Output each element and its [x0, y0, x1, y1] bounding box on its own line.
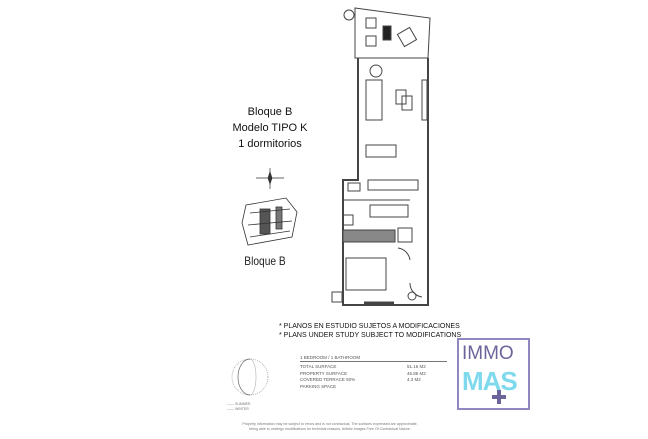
site-plan-label: Bloque B [244, 254, 286, 268]
table-header: 1 BEDROOM / 1 BATHROOM [300, 355, 447, 362]
kitchen-counter [367, 179, 419, 191]
bbq-icon [382, 25, 392, 41]
block-title: Bloque B [247, 106, 293, 118]
floor-plan [331, 7, 431, 306]
bathroom-fixtures [369, 204, 409, 218]
table-row: COVERED TERRACE 50%4.3 M2 [300, 377, 421, 382]
notes: * PLANOS EN ESTUDIO SUJETOS A MODIFICACI… [279, 322, 461, 340]
site-plan [241, 168, 298, 246]
bedrooms-title: 1 dormitorios [238, 138, 302, 150]
immomas-logo: IMMO MAS [457, 338, 530, 410]
logo-text-bottom: MAS [462, 366, 518, 396]
shower-icon [397, 227, 413, 243]
sun-legend: —— SUMMER —— WINTER [227, 402, 251, 412]
note-en: * PLANS UNDER STUDY SUBJECT TO MODIFICAT… [279, 332, 462, 339]
model-title: Modelo TIPO K [232, 122, 308, 134]
heading-block: Bloque B Modelo TIPO K 1 dormitorios [200, 104, 340, 152]
logo-text-top: IMMO [462, 343, 514, 364]
disclaimer-line: being able to undergo modifications for … [249, 427, 411, 431]
disclaimer-line: Property information may be subject to e… [242, 422, 418, 426]
dining-table-icon [396, 26, 418, 48]
sofa-icon [365, 79, 383, 121]
disclaimer: Property information may be subject to e… [200, 422, 460, 432]
sun-path-diagram [231, 358, 269, 396]
table-row: PARKING SPACE [300, 383, 337, 389]
bed-icon [345, 257, 387, 291]
wardrobe [342, 229, 396, 243]
plus-icon [492, 390, 506, 404]
legend-winter: —— WINTER [227, 407, 249, 411]
terrace [354, 7, 431, 59]
kitchen-island [365, 144, 397, 158]
lamp-icon [369, 64, 383, 78]
plant-icon [343, 9, 355, 21]
tv-unit [421, 79, 428, 121]
building-plan [241, 197, 298, 246]
note-es: * PLANOS EN ESTUDIO SUJETOS A MODIFICACI… [279, 323, 460, 330]
compass-icon [256, 168, 284, 189]
legend-summer: —— SUMMER [227, 402, 251, 406]
